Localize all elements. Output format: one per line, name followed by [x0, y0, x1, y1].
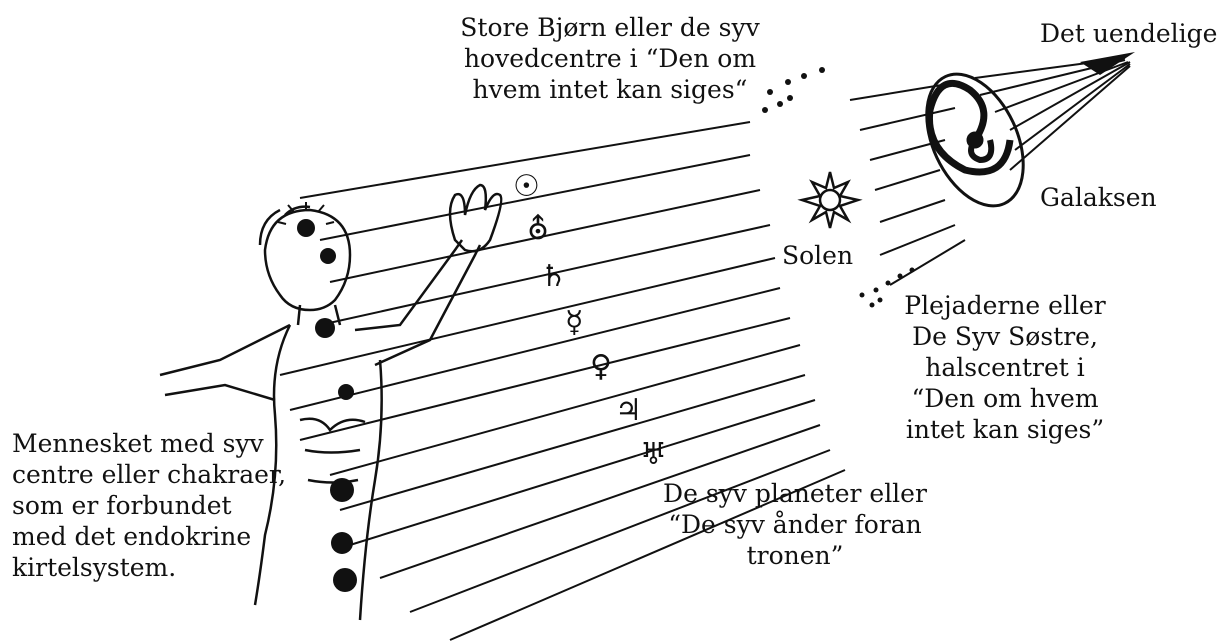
jupiter-symbol: ♃	[615, 396, 642, 426]
sun-symbol: ☉	[513, 172, 540, 202]
ajna-chakra	[320, 248, 336, 264]
infinite-label: Det uendelige	[1040, 18, 1220, 49]
galaxy-spiral	[907, 59, 1042, 221]
galaxy-label: Galaksen	[1040, 182, 1190, 213]
solar-plexus-chakra	[330, 478, 354, 502]
base-chakra	[333, 568, 357, 592]
venus-symbol: ♀	[590, 352, 612, 382]
throat-chakra	[315, 318, 335, 338]
pleiades-label: Plejaderne eller De Syv Søstre, halscent…	[890, 290, 1120, 445]
uranus-symbol: ♅	[640, 440, 667, 470]
sun-label: Solen	[782, 240, 882, 271]
heart-chakra	[338, 384, 354, 400]
sun-star	[802, 172, 858, 228]
man-label: Mennesket med syv centre eller chakraer,…	[12, 428, 287, 583]
mercury-symbol: ☿	[565, 308, 583, 338]
vulcan-symbol: ⛢	[527, 215, 549, 245]
big-dipper-label: Store Bjørn eller de syv hovedcentre i “…	[440, 12, 780, 105]
planets-label: De syv planeter eller “De syv ånder fora…	[645, 478, 945, 571]
crown-chakra	[297, 219, 315, 237]
sacral-chakra	[331, 532, 353, 554]
saturn-symbol: ♄	[540, 262, 567, 292]
